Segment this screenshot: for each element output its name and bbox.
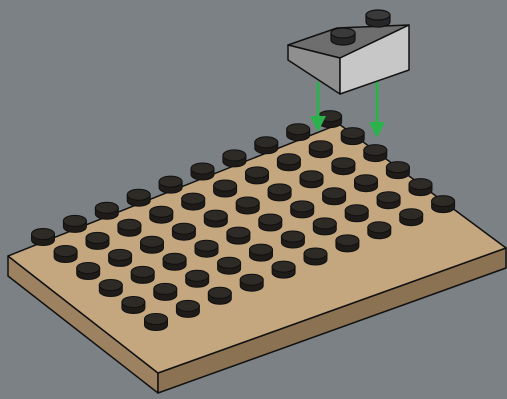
plate-stud [195, 240, 218, 257]
plate-stud [145, 314, 168, 331]
plate-stud [208, 287, 231, 304]
plate-stud [154, 283, 177, 300]
plate-stud [186, 270, 209, 287]
plate-stud [63, 215, 86, 232]
plate-stud [364, 145, 387, 162]
plate-stud [304, 248, 327, 265]
plate-stud [141, 236, 164, 253]
plate-stud [259, 214, 282, 231]
plate-stud [227, 227, 250, 244]
plate-stud [250, 244, 273, 261]
plate-stud [176, 300, 199, 317]
plate-stud [255, 137, 278, 154]
plate-stud [163, 253, 186, 270]
plate-stud [272, 261, 295, 278]
plate-stud [172, 223, 195, 240]
plate-stud [191, 163, 214, 180]
plate-stud [159, 176, 182, 193]
plate-stud [386, 162, 409, 179]
plate-stud [277, 154, 300, 171]
plate-stud [54, 246, 77, 263]
plate-stud [214, 180, 237, 197]
plate-stud [122, 297, 145, 314]
plate-stud [223, 150, 246, 167]
plate-stud [341, 128, 364, 145]
plate-stud [95, 202, 118, 219]
plate-stud [218, 257, 241, 274]
plate-stud [336, 235, 359, 252]
plate-stud [32, 229, 55, 246]
plate-stud [127, 189, 150, 206]
plate-stud [368, 222, 391, 239]
plate-stud [240, 274, 263, 291]
plate-stud [432, 196, 455, 213]
plate-stud [400, 209, 423, 226]
plate-stud [300, 171, 323, 188]
plate-stud [109, 249, 132, 266]
plate-stud [345, 205, 368, 222]
plate-stud [291, 201, 314, 218]
plate-stud [99, 280, 122, 297]
plate-stud [313, 218, 336, 235]
plate-stud [150, 206, 173, 223]
plate-stud [281, 231, 304, 248]
brick-stud [366, 10, 390, 27]
plate-stud [204, 210, 227, 227]
plate-stud [86, 232, 109, 249]
plate-stud [355, 175, 378, 192]
plate-stud [182, 193, 205, 210]
plate-stud [77, 263, 100, 280]
plate-stud [309, 141, 332, 158]
plate-stud [323, 188, 346, 205]
plate-stud [246, 167, 269, 184]
plate-stud [332, 158, 355, 175]
plate-stud [236, 197, 259, 214]
brick-stud [331, 28, 355, 45]
plate-stud [268, 184, 291, 201]
plate-stud [118, 219, 141, 236]
plate-stud [287, 124, 310, 141]
plate-stud [377, 192, 400, 209]
plate-stud [409, 179, 432, 196]
plate-stud [131, 266, 154, 283]
